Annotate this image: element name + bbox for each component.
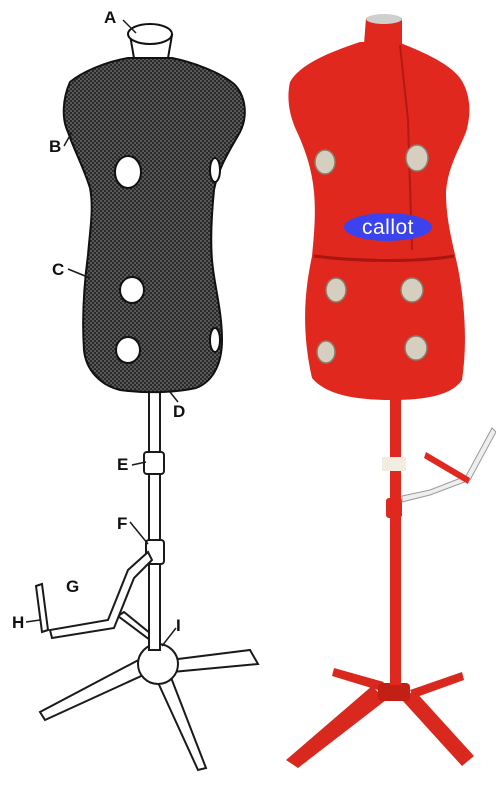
label-a: A <box>104 9 116 26</box>
label-c: C <box>52 261 64 278</box>
sketch-collar-e <box>144 452 164 474</box>
red-collar <box>386 498 402 518</box>
sketch-neck-cap <box>128 24 172 44</box>
red-base <box>286 668 474 768</box>
label-h: H <box>12 614 24 631</box>
red-neck-cap <box>366 14 402 24</box>
label-e: E <box>117 456 128 473</box>
label-d: D <box>173 403 185 420</box>
label-f: F <box>117 515 127 532</box>
label-g: G <box>66 578 79 595</box>
label-b: B <box>49 138 61 155</box>
line-drawing-dress-form <box>26 20 258 770</box>
red-hem-marker <box>402 428 496 502</box>
brand-text: callot <box>362 217 414 238</box>
sketch-pole <box>144 388 164 650</box>
label-i: I <box>176 617 181 634</box>
red-clamp <box>382 457 406 471</box>
red-dress-form-photo <box>286 14 496 768</box>
brand-badge: callot <box>344 213 432 241</box>
red-pole <box>390 385 401 685</box>
